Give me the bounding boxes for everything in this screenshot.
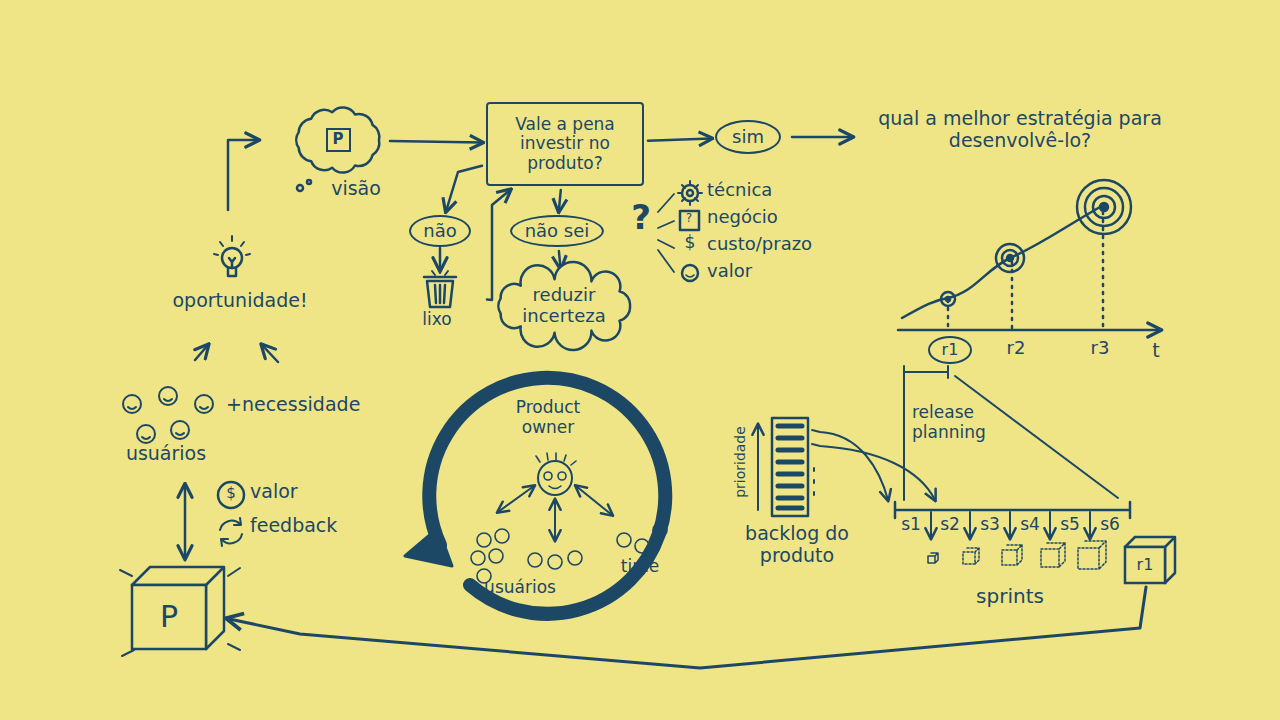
cube-node: r1 (1125, 537, 1175, 583)
oval-node: r1 (928, 336, 973, 364)
cube-edge (206, 567, 224, 585)
label-text: s4 (1020, 515, 1040, 535)
label-text: +necessidade (226, 394, 360, 416)
cube-top (1125, 537, 1175, 583)
oval-node: sim (715, 120, 781, 154)
flow-arrow (487, 190, 510, 300)
label-text: s2 (940, 515, 960, 535)
label-text: s5 (1060, 515, 1080, 535)
node-text: r1 (942, 341, 959, 359)
label-text: time (621, 557, 659, 577)
flow-arrow (648, 138, 711, 140)
node-text: sim (732, 127, 764, 148)
cube-node: P (132, 567, 224, 649)
label-text: prioridade (732, 426, 748, 498)
label-text: oportunidade! (172, 290, 307, 312)
label-text: r3 (1091, 338, 1110, 359)
node-text: não (423, 221, 456, 242)
label-text: Product owner (493, 398, 603, 437)
label-text: valor (250, 481, 298, 503)
label-text: ? (631, 198, 651, 237)
cloud-outline (296, 107, 379, 172)
node-text: P (160, 600, 178, 635)
label-text: s1 (901, 515, 921, 535)
cloud-node: P (290, 105, 386, 175)
label-text: valor (707, 261, 752, 282)
flow-arrow (559, 190, 561, 211)
label-text: sprints (976, 585, 1044, 608)
cube-front (132, 585, 206, 649)
node-text: reduzir incerteza (509, 285, 619, 326)
label-text: usuários (484, 578, 556, 598)
label-text: visão (331, 178, 381, 200)
oval-node: não (409, 215, 471, 247)
label-text: negócio (707, 207, 778, 228)
label-text: s3 (980, 515, 1000, 535)
cube-top (132, 567, 224, 649)
label-text: release planning (912, 403, 1012, 442)
oval-node: não sei (510, 215, 604, 247)
flow-arrow (390, 141, 482, 143)
label-text: ? (686, 212, 692, 226)
label-text: r2 (1007, 338, 1026, 359)
label-text: feedback (250, 515, 337, 537)
label-text: s6 (1100, 515, 1120, 535)
node-text: Vale a pena investir no produto? (495, 115, 635, 174)
cloud-outline (498, 262, 630, 350)
label-text: usuários (126, 443, 206, 465)
label-text: custo/prazo (707, 234, 812, 255)
cube-front (1125, 547, 1165, 583)
cloud-node: reduzir incerteza (491, 272, 637, 340)
flow-arrow (446, 166, 482, 211)
label-text: qual a melhor estratégia para desenvolvê… (870, 108, 1170, 152)
label-text: backlog do produto (732, 523, 862, 567)
node-text: r1 (1137, 556, 1154, 574)
cube-edge (1165, 537, 1175, 547)
label-text: $ (685, 233, 696, 253)
decision-box: Vale a pena investir no produto? (486, 102, 644, 186)
node-text: P (326, 128, 351, 151)
label-text: lixo (422, 310, 451, 330)
label-text: técnica (707, 180, 772, 201)
label-text: t (1152, 340, 1159, 362)
label-text: $ (226, 485, 236, 502)
node-text: não sei (525, 221, 590, 242)
